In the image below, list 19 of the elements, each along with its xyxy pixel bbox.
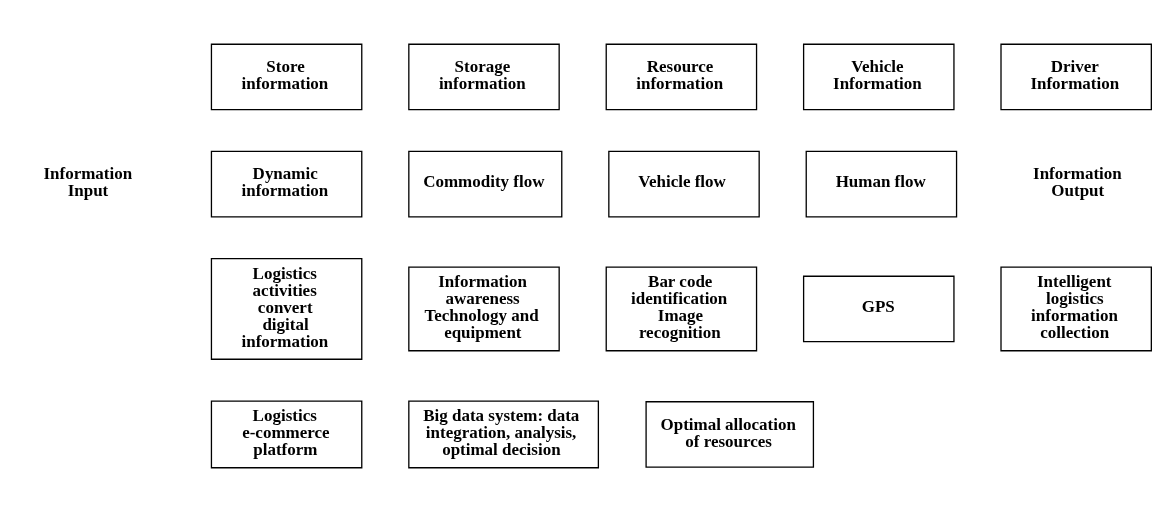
node-box: Resource information bbox=[605, 43, 758, 111]
node-box: GPS bbox=[802, 275, 955, 343]
node-box: Vehicle flow bbox=[608, 150, 760, 218]
node-box: Optimal allocation of resources bbox=[645, 401, 815, 468]
node-box: Logistics activities convert digital information bbox=[210, 257, 363, 360]
node-box: Logistics e-commerce platform bbox=[210, 400, 363, 469]
label: Information Output bbox=[1033, 164, 1122, 201]
node-box: Commodity flow bbox=[408, 150, 563, 218]
node-box: Bar code identification Image recognition bbox=[605, 266, 758, 352]
node-box: Storage information bbox=[408, 43, 560, 111]
node-box: Store information bbox=[210, 43, 363, 111]
label: Information Input bbox=[43, 164, 133, 201]
node-box: Information awareness Technology and equipment bbox=[408, 266, 560, 352]
node-box: Dynamic information bbox=[210, 150, 363, 218]
node-box: Driver Information bbox=[1000, 43, 1152, 111]
node-box: Human flow bbox=[805, 150, 958, 218]
node-box: Vehicle Information bbox=[802, 43, 955, 111]
node-box: Big data system: data integration, analysis, optimal decision bbox=[408, 400, 600, 469]
node-box: Intelligent logistics information collection bbox=[1000, 266, 1152, 352]
